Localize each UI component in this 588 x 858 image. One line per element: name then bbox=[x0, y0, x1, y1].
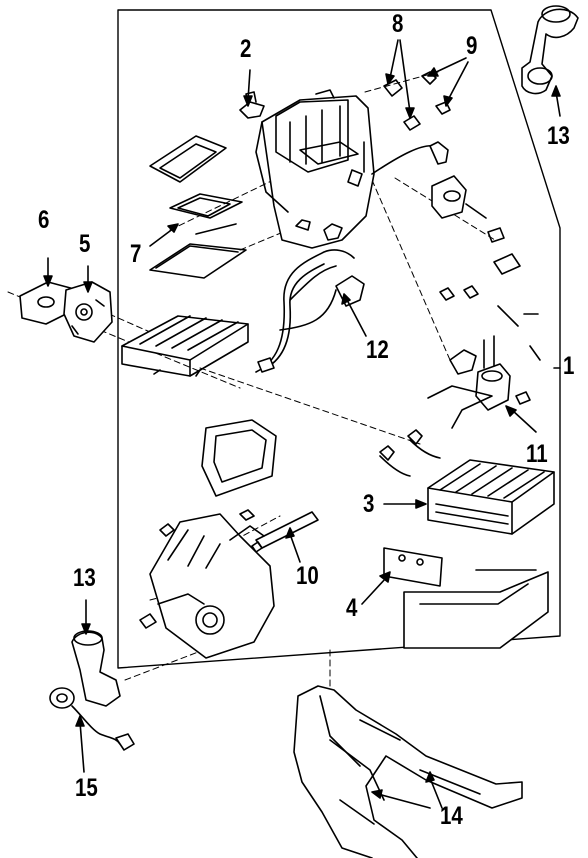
air-filter-seals bbox=[149, 135, 247, 279]
callout-13-upper: 13 bbox=[547, 122, 570, 150]
assembly-boundary bbox=[117, 9, 561, 669]
part-14-floor-duct bbox=[293, 685, 523, 858]
callout-7: 7 bbox=[130, 240, 142, 268]
callout-11: 11 bbox=[526, 440, 548, 468]
callout-6: 6 bbox=[38, 206, 50, 234]
callout-12: 12 bbox=[366, 336, 389, 364]
part-10-rod bbox=[251, 511, 319, 553]
upper-case bbox=[255, 89, 375, 249]
lower-case bbox=[139, 419, 277, 659]
part-5-6-blower-components bbox=[19, 281, 113, 343]
callout-15: 15 bbox=[75, 774, 98, 802]
wiring-harness bbox=[255, 141, 449, 373]
callout-9: 9 bbox=[466, 32, 478, 60]
callout-3: 3 bbox=[363, 490, 375, 518]
upper-duct-13 bbox=[521, 5, 579, 95]
part-8-9-clips bbox=[383, 71, 451, 131]
callout-4: 4 bbox=[346, 594, 358, 622]
part-15-sensor bbox=[49, 687, 135, 751]
callout-5: 5 bbox=[79, 230, 91, 258]
callout-13-lower: 13 bbox=[73, 564, 96, 592]
callout-1: 1 bbox=[563, 352, 575, 380]
callout-2: 2 bbox=[240, 35, 252, 63]
lower-duct-13 bbox=[71, 630, 121, 707]
callout-8: 8 bbox=[392, 10, 404, 38]
callout-14: 14 bbox=[440, 802, 463, 830]
heater-core bbox=[379, 429, 555, 535]
part-4-bracket-seal bbox=[383, 547, 549, 649]
leader-lines bbox=[43, 39, 561, 809]
evaporator-core bbox=[121, 315, 249, 377]
actuator-components bbox=[427, 175, 541, 429]
callout-10: 10 bbox=[296, 562, 319, 590]
